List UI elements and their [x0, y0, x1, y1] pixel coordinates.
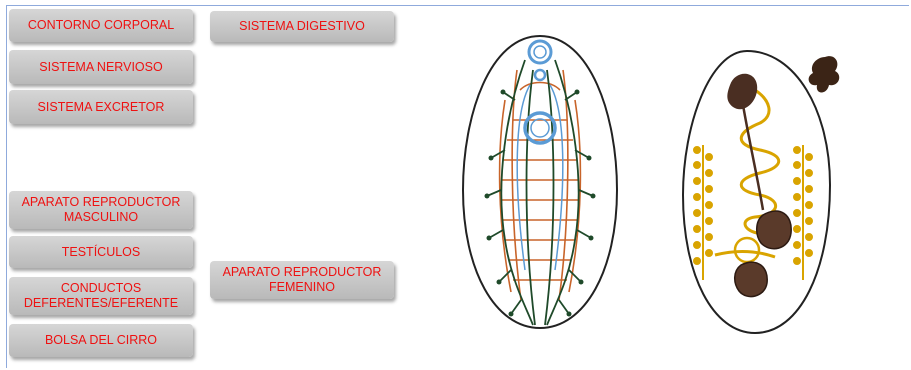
aparato-reproductor-masculino-label: APARATO REPRODUCTOR MASCULINO — [22, 195, 181, 225]
ovary-yellow — [735, 238, 759, 262]
conductos-deferentes-label: CONDUCTOS DEFERENTES/EFERENTE — [24, 281, 178, 311]
sistema-excretor-label: SISTEMA EXCRETOR — [38, 100, 165, 115]
aparato-reproductor-femenino-button[interactable]: APARATO REPRODUCTOR FEMENINO — [210, 261, 394, 299]
contorno-corporal-label: CONTORNO CORPORAL — [28, 18, 174, 33]
aparato-reproductor-masculino-button[interactable]: APARATO REPRODUCTOR MASCULINO — [9, 191, 193, 229]
sistema-digestivo-button[interactable]: SISTEMA DIGESTIVO — [210, 11, 394, 42]
detached-organ — [809, 56, 840, 92]
worm-digestive-reproductive-diagram — [675, 45, 845, 340]
worm-nervous-excretory-diagram — [455, 30, 625, 335]
sistema-nervioso-label: SISTEMA NERVIOSO — [39, 60, 162, 75]
bolsa-del-cirro-label: BOLSA DEL CIRRO — [45, 333, 157, 348]
sistema-nervioso-button[interactable]: SISTEMA NERVIOSO — [9, 50, 193, 84]
testiculos-button[interactable]: TESTÍCULOS — [9, 236, 193, 268]
sistema-excretor-button[interactable]: SISTEMA EXCRETOR — [9, 90, 193, 124]
bolsa-del-cirro-button[interactable]: BOLSA DEL CIRRO — [9, 324, 193, 357]
contorno-corporal-button[interactable]: CONTORNO CORPORAL — [9, 9, 193, 42]
cirrus-pouch — [727, 74, 757, 109]
conductos-deferentes-button[interactable]: CONDUCTOS DEFERENTES/EFERENTE — [9, 277, 193, 315]
nervous-cords — [487, 60, 593, 325]
sistema-digestivo-label: SISTEMA DIGESTIVO — [239, 19, 365, 34]
excretory-system — [517, 41, 563, 270]
testiculos-label: TESTÍCULOS — [62, 245, 141, 260]
aparato-reproductor-femenino-label: APARATO REPRODUCTOR FEMENINO — [223, 265, 382, 295]
